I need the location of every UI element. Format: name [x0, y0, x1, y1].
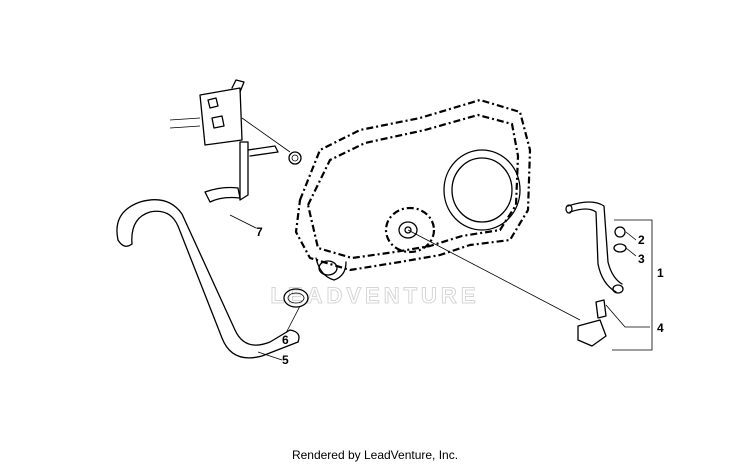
footer-credit: Rendered by LeadVenture, Inc. — [291, 448, 459, 462]
mount-bracket — [169, 79, 302, 165]
leader-lines — [229, 214, 653, 361]
watermark-text: LEADVENTURE — [270, 283, 479, 308]
outlet-duct — [565, 201, 627, 294]
hose-bracket — [204, 141, 279, 203]
callout-6: 6 — [282, 333, 289, 347]
callout-1: 1 — [657, 266, 664, 280]
bolt-fitting — [577, 299, 607, 347]
intake-hose — [116, 199, 300, 359]
callout-2: 2 — [638, 233, 645, 247]
hose-clamp — [283, 288, 309, 308]
clutch-cover — [294, 98, 532, 281]
callout-5: 5 — [282, 353, 289, 367]
callout-7: 7 — [256, 225, 263, 239]
callout-3: 3 — [638, 252, 645, 266]
callout-4: 4 — [657, 321, 664, 335]
